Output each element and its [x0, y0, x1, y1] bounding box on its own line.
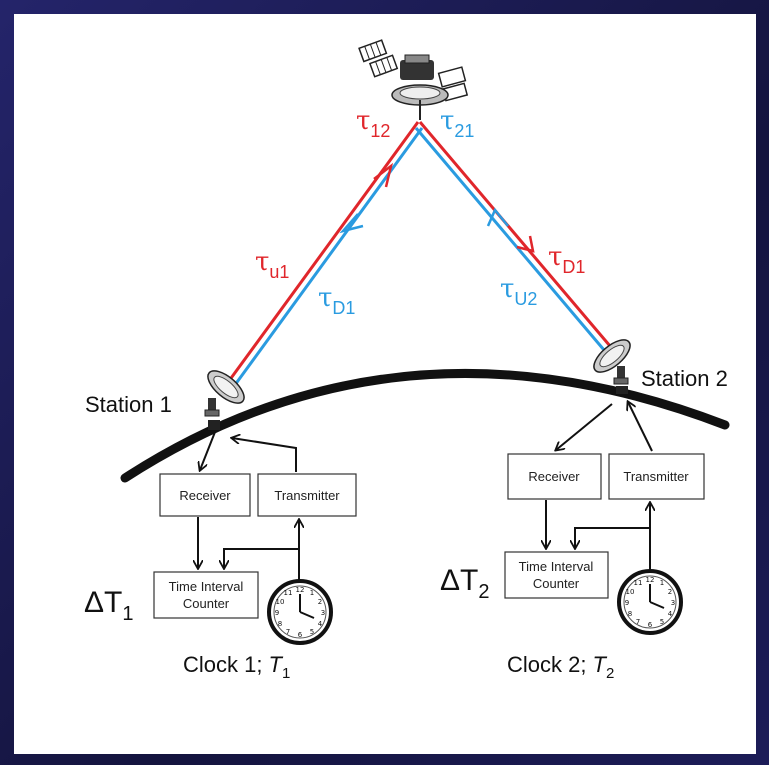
svg-text:1: 1	[310, 589, 314, 597]
svg-text:3: 3	[321, 609, 325, 617]
svg-text:9: 9	[275, 609, 279, 617]
station1-receiver-box	[159, 473, 251, 517]
station1-transmitter-label: Transmitter	[274, 488, 340, 503]
svg-text:6: 6	[298, 631, 303, 639]
svg-text:4: 4	[668, 610, 673, 618]
station1-dish-icon	[204, 370, 245, 430]
station2-transmitter-box	[608, 453, 705, 500]
svg-text:8: 8	[628, 610, 632, 618]
clock2-label: Clock 2;T2	[507, 652, 614, 682]
delta-t1-label: ΔT1	[84, 586, 134, 625]
svg-text:7: 7	[636, 618, 640, 626]
diagram-panel	[14, 14, 756, 754]
link-station2-red	[418, 121, 612, 347]
station1-receiver-label: Receiver	[179, 488, 231, 503]
uplink1-arrow	[373, 162, 394, 188]
svg-text:11: 11	[634, 579, 643, 587]
station2-clock-to-tic-arrow	[575, 527, 651, 575]
svg-text:7: 7	[286, 628, 290, 636]
svg-text:8: 8	[278, 620, 282, 628]
station2-tic-line1: Time Interval	[519, 559, 594, 574]
svg-text:12: 12	[296, 586, 305, 594]
svg-text:6: 6	[648, 621, 653, 629]
svg-text:5: 5	[660, 618, 664, 626]
station1-label: Station 1	[85, 392, 172, 417]
tau-u1-label: τu1	[255, 247, 289, 282]
station2-dish-icon	[593, 339, 631, 394]
station2-receiver-box	[507, 453, 602, 500]
station1-tic-box	[153, 571, 259, 619]
svg-text:5: 5	[310, 628, 314, 636]
station1-clock-to-tic-arrow	[224, 548, 300, 570]
satellite-icon	[358, 39, 469, 120]
tau-d1-right-label: τD1	[548, 242, 585, 277]
station2-dish-to-receiver-arrow	[556, 403, 613, 450]
station2-transmitter-to-dish-arrow	[628, 402, 653, 452]
station2-label: Station 2	[641, 366, 728, 391]
tau-d1-left-label: τD1	[318, 283, 355, 318]
station1-transmitter-box	[257, 473, 357, 517]
station2-receiver-label: Receiver	[528, 469, 580, 484]
earth-surface-arc	[120, 368, 730, 483]
delta-t2-label: ΔT2	[440, 564, 490, 603]
svg-text:10: 10	[626, 588, 635, 596]
station1-tic-line1: Time Interval	[169, 579, 244, 594]
station2-transmitter-label: Transmitter	[623, 469, 689, 484]
tau-u2-label: τU2	[500, 274, 537, 309]
station1-dish-to-receiver-arrow	[200, 431, 216, 470]
svg-text:3: 3	[671, 599, 675, 607]
svg-text:4: 4	[318, 620, 323, 628]
tau21-label: τ21	[440, 106, 474, 141]
downlink2-arrow	[516, 235, 535, 253]
station2-tic-box	[504, 551, 609, 599]
station1-tic-line2: Counter	[183, 596, 230, 611]
station2-tic-line2: Counter	[533, 576, 580, 591]
station1-transmitter-to-dish-arrow	[232, 438, 297, 472]
clock1-label: Clock 1;T1	[183, 652, 290, 682]
link-station2-blue	[414, 127, 606, 351]
svg-text:1: 1	[660, 579, 664, 587]
downlink1-arrow	[339, 213, 364, 234]
tau12-label: τ12	[356, 106, 390, 141]
svg-text:2: 2	[668, 588, 672, 596]
uplink2-arrow	[486, 207, 509, 227]
link-station1-red	[224, 121, 420, 386]
svg-text:9: 9	[625, 599, 629, 607]
svg-text:12: 12	[646, 576, 655, 584]
svg-text:2: 2	[318, 598, 322, 606]
svg-text:11: 11	[284, 589, 293, 597]
svg-text:10: 10	[276, 598, 285, 606]
